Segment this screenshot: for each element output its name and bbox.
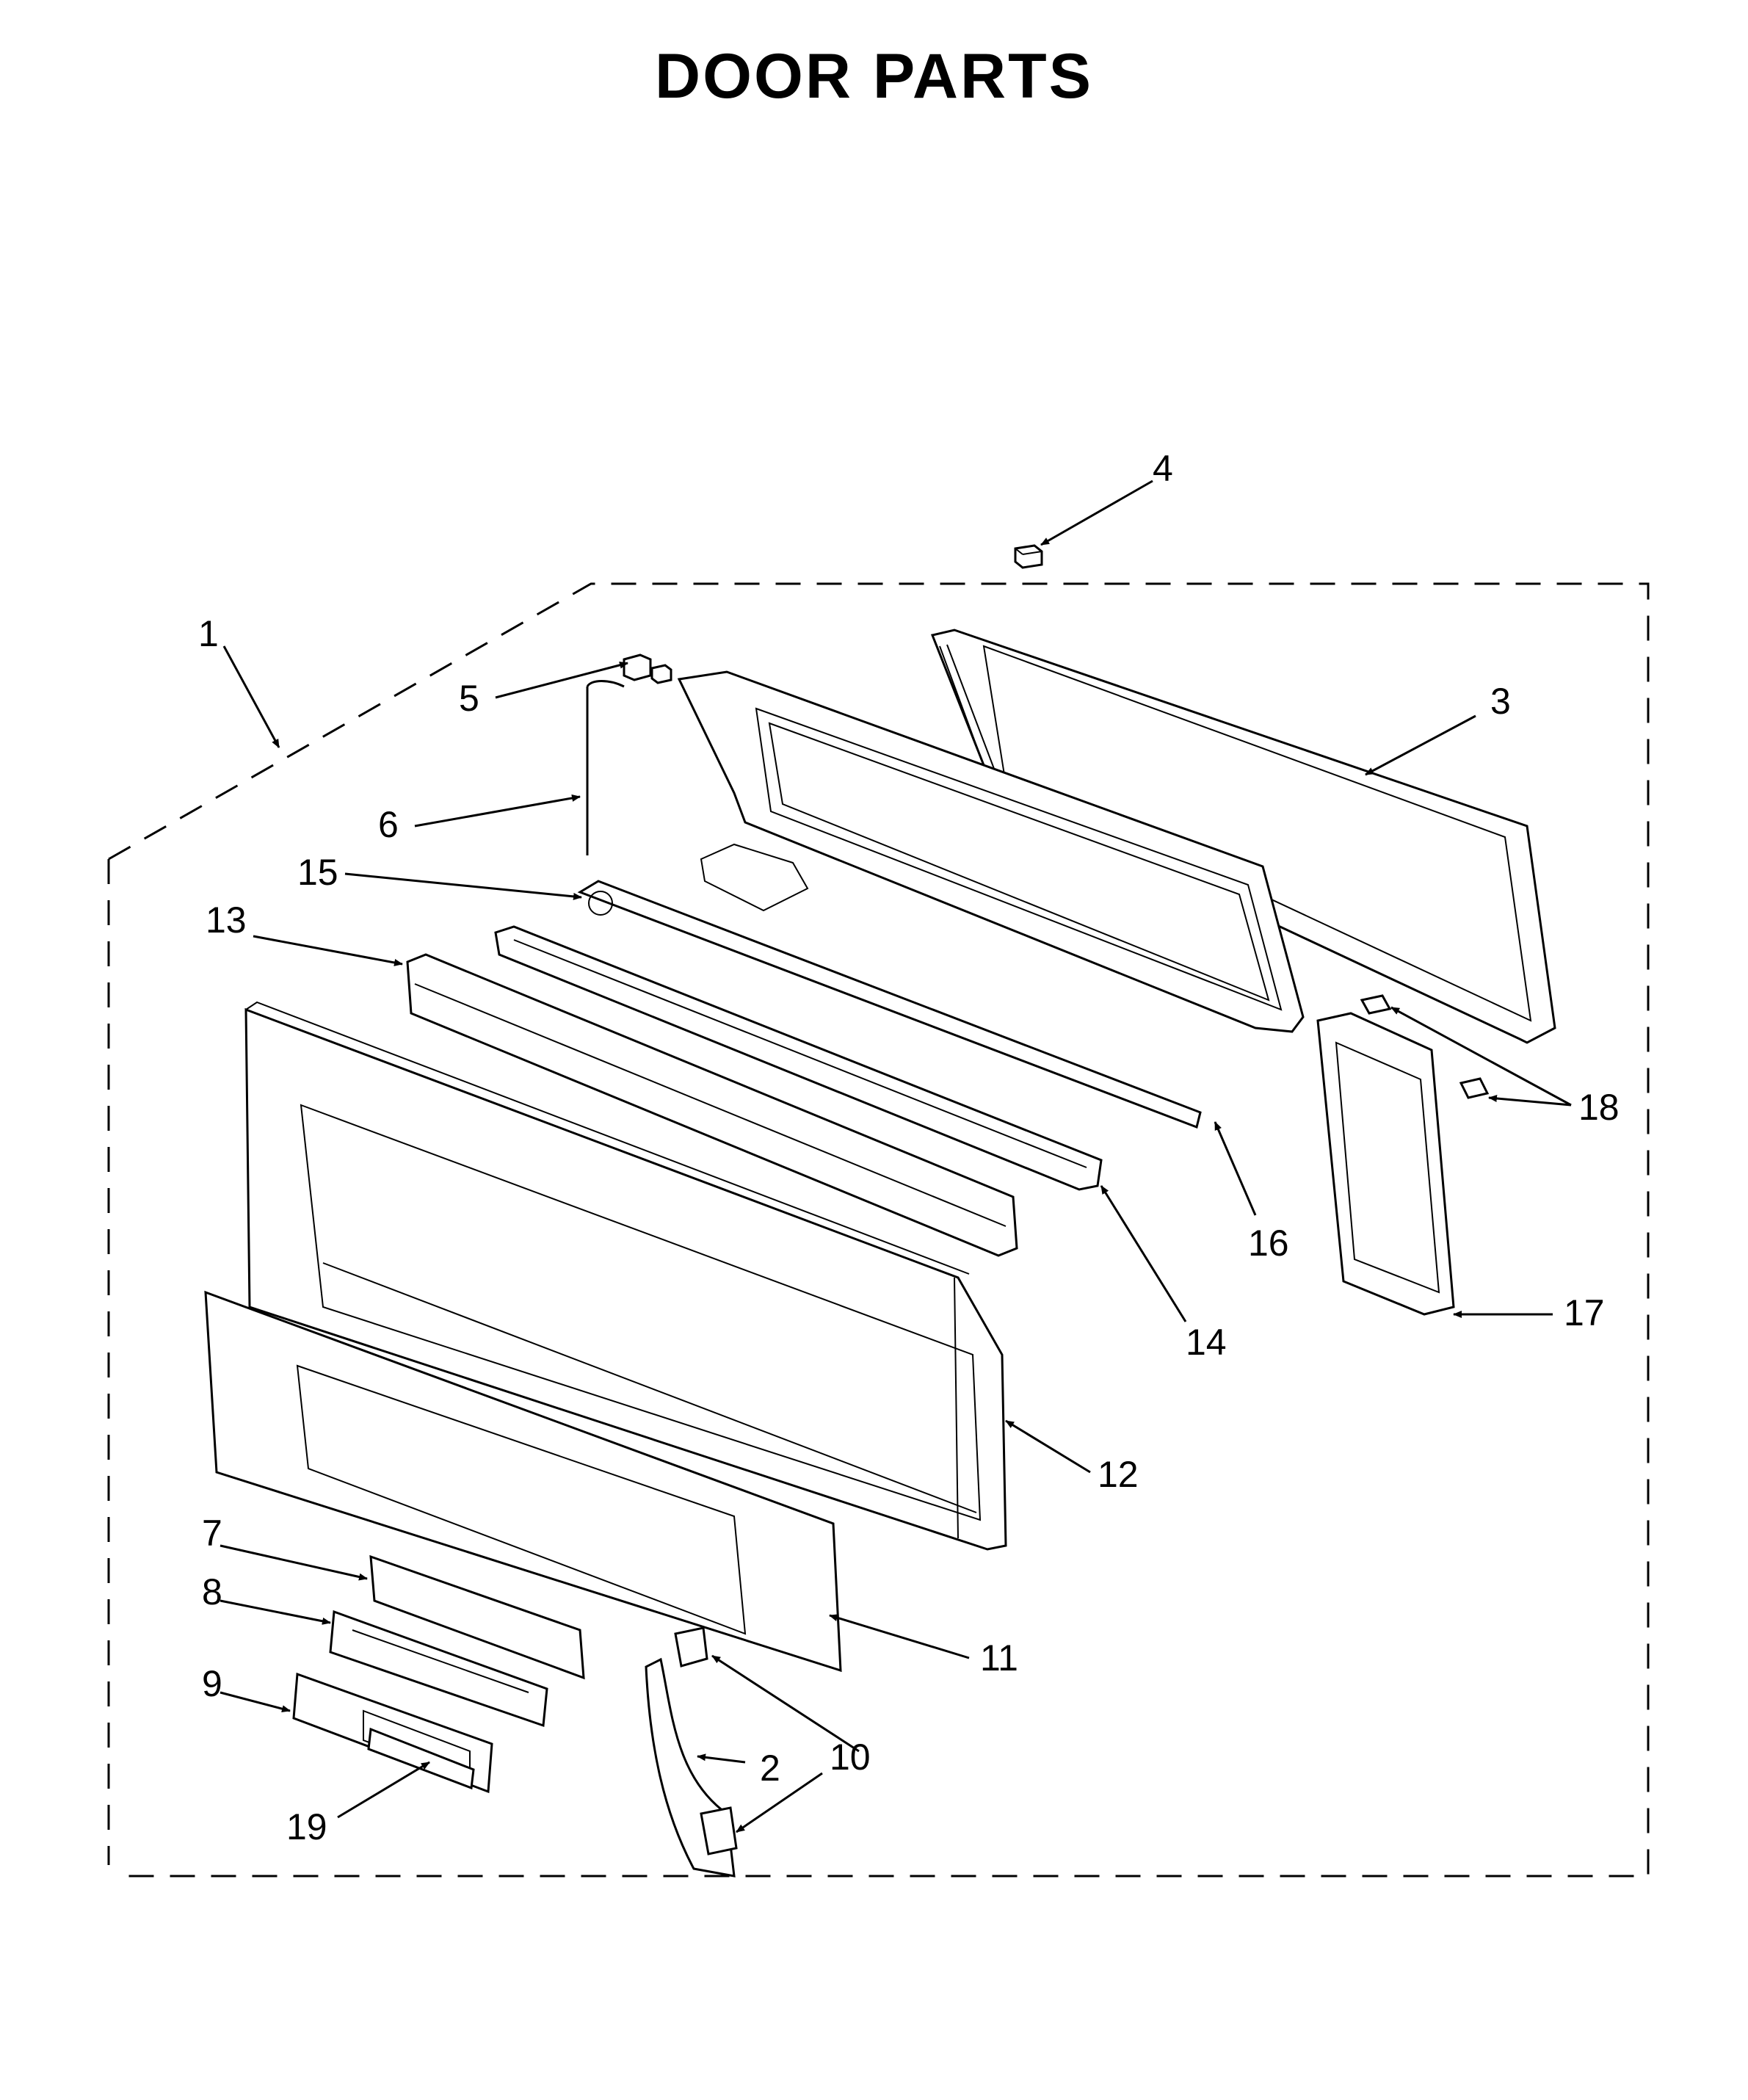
callout-6: 6 [378,804,399,845]
part-17-latch-housing [1316,1012,1455,1316]
callout-19: 19 [286,1806,327,1847]
page-title: DOOR PARTS [655,41,1093,112]
part-13-inner-panel [406,953,1018,1257]
callout-18: 18 [1578,1087,1620,1128]
callout-10: 10 [830,1737,871,1778]
part-14-control-bracket [494,925,1103,1191]
leader-lines [220,479,1572,1833]
callout-13: 13 [206,899,247,941]
part-10-handle-caps [674,1626,738,1855]
callout-2: 2 [760,1748,780,1789]
callout-5: 5 [459,678,479,719]
callout-12: 12 [1098,1454,1139,1495]
part-12-outer-frame [244,1001,1007,1551]
callout-9: 9 [202,1663,222,1704]
part-8-control-housing [329,1610,548,1728]
callout-labels: 1 2 3 4 5 6 7 8 9 10 11 12 13 14 15 16 1… [198,448,1620,1847]
part-5-bracket [623,653,672,684]
callout-8: 8 [202,1571,222,1612]
callout-7: 7 [202,1513,222,1554]
callout-1: 1 [198,613,219,654]
callout-4: 4 [1153,448,1173,489]
part-6-switch-actuator [586,680,625,855]
callout-17: 17 [1564,1292,1605,1333]
callout-3: 3 [1490,681,1511,722]
part-11-glass-panel [204,1290,842,1673]
callout-16: 16 [1248,1223,1289,1264]
callout-11: 11 [980,1637,1018,1679]
callout-15: 15 [297,852,338,893]
part-19-display [367,1727,475,1790]
assembly-boundary [107,582,1650,1878]
part-16-door-choke [677,670,1305,1033]
part-18-latch-clips [1360,994,1490,1099]
part-4-clip [1014,544,1043,569]
part-7-overlay-film [369,1554,585,1680]
callout-14: 14 [1186,1322,1227,1363]
part-15-hinge-bar [577,880,1202,1129]
